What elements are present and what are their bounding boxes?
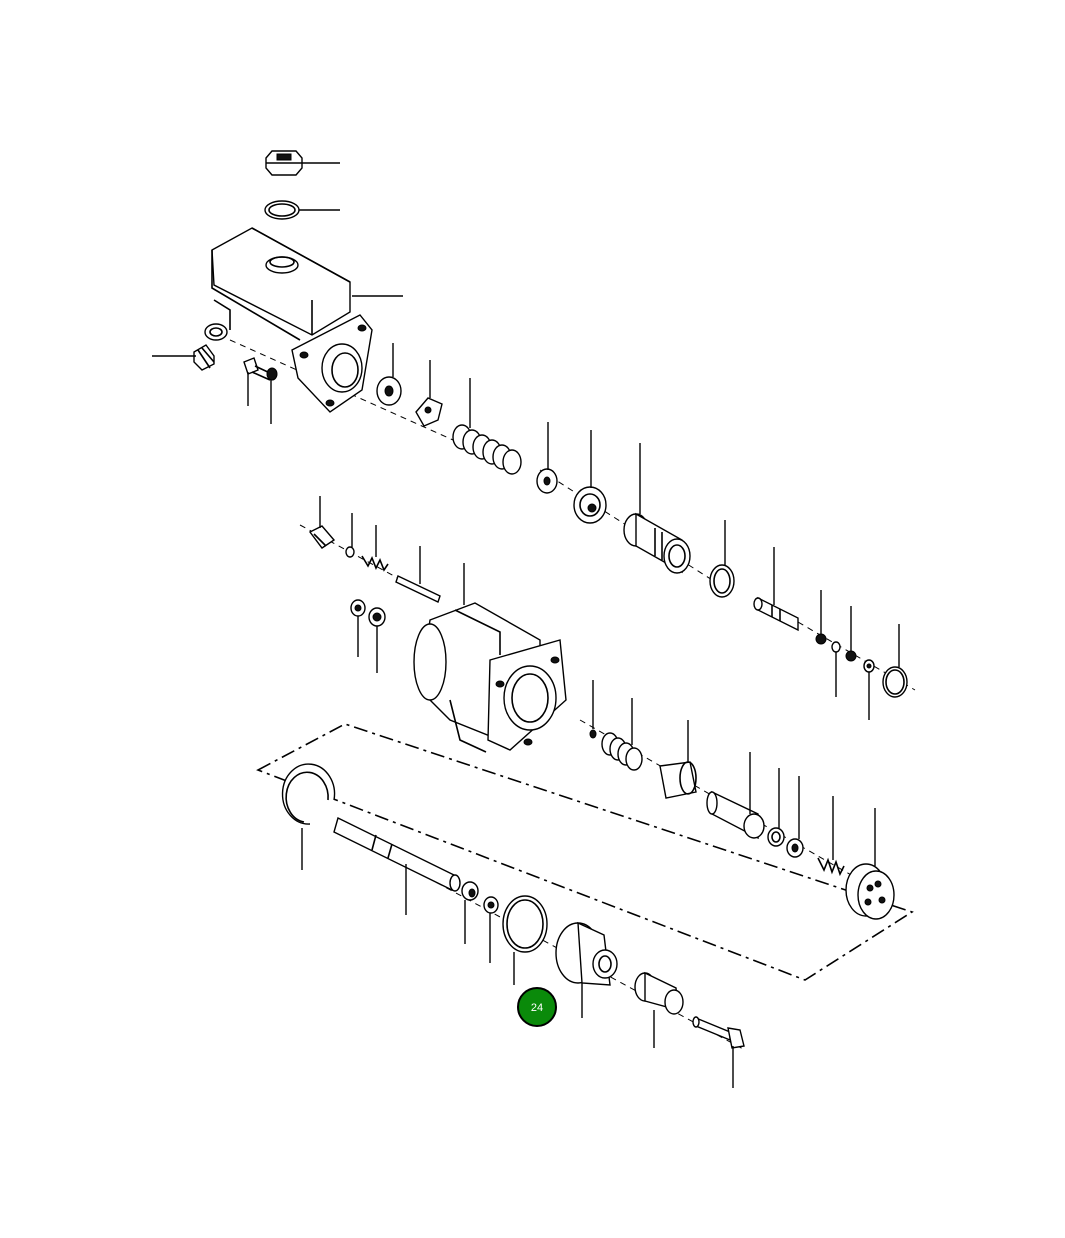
o-ring-small bbox=[345, 546, 355, 558]
bleeder-fitting bbox=[193, 344, 215, 371]
end-cap-right bbox=[845, 863, 895, 920]
retainer-clip bbox=[415, 397, 443, 427]
nut bbox=[266, 367, 278, 381]
plunger bbox=[706, 790, 765, 840]
sleeve bbox=[659, 761, 697, 799]
snap-ring-lower bbox=[281, 763, 336, 825]
washer-lower bbox=[483, 896, 499, 914]
small-nut-a bbox=[815, 633, 827, 645]
valve-spring bbox=[361, 555, 389, 572]
piston-seal bbox=[376, 376, 402, 406]
adjust-spring bbox=[817, 857, 845, 877]
return-spring-upper bbox=[452, 424, 522, 475]
washer-left bbox=[350, 599, 366, 617]
primary-piston bbox=[623, 512, 691, 574]
spring-seat bbox=[536, 468, 558, 494]
plug-small bbox=[589, 729, 597, 739]
callout-circle[interactable] bbox=[517, 987, 557, 1027]
push-pin bbox=[753, 596, 799, 632]
bushing bbox=[461, 881, 479, 901]
callout-label[interactable]: 24 bbox=[531, 1002, 543, 1014]
valve-stem bbox=[395, 575, 441, 603]
o-ring-plunger bbox=[767, 827, 785, 847]
small-washer-a bbox=[831, 641, 841, 653]
filler-cap bbox=[265, 150, 303, 176]
small-nut-b bbox=[845, 650, 857, 662]
seal-plunger bbox=[786, 838, 804, 858]
valve-housing bbox=[413, 602, 567, 753]
piston-cup bbox=[573, 486, 607, 524]
clevis-bolt bbox=[692, 1016, 745, 1049]
subassembly-outline bbox=[256, 723, 914, 981]
dust-boot bbox=[634, 971, 684, 1015]
check-valve-fitting bbox=[308, 525, 336, 549]
seal-left bbox=[368, 607, 386, 627]
small-nut-c bbox=[863, 659, 875, 673]
snap-ring-right bbox=[882, 666, 908, 698]
bolt bbox=[243, 357, 273, 381]
seal-ring bbox=[709, 564, 735, 598]
return-spring-lower bbox=[601, 732, 643, 771]
o-ring-large bbox=[502, 895, 548, 953]
master-cylinder-body bbox=[204, 227, 373, 413]
callout-badge-24[interactable]: 24 bbox=[517, 987, 557, 1027]
push-rod bbox=[333, 817, 461, 892]
diaphragm-piston bbox=[555, 921, 618, 986]
cap-gasket bbox=[264, 200, 300, 220]
